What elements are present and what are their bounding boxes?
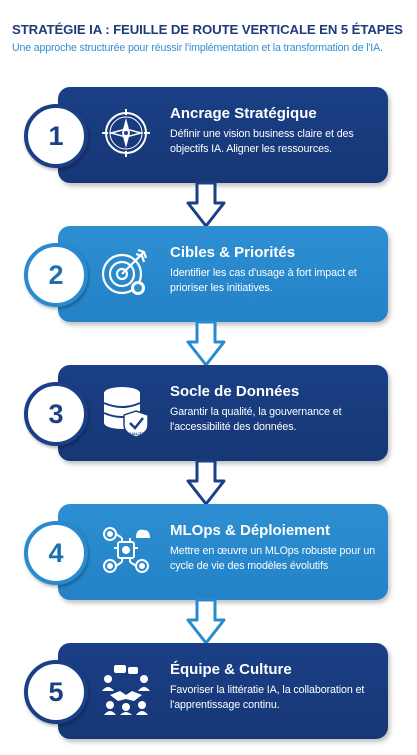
step-4-title: MLOps & Déploiement	[170, 522, 331, 539]
step-5: 5 Équipe & Culture Favoriser la littérat…	[20, 643, 388, 739]
step-2-title: Cibles & Priorités	[170, 244, 296, 261]
target-icon	[100, 246, 152, 298]
step-1-description: Définir une vision business claire et de…	[170, 128, 354, 155]
step-5-title: Équipe & Culture	[170, 661, 292, 678]
page-title: STRATÉGIE IA : FEUILLE DE ROUTE VERTICAL…	[12, 22, 403, 37]
arrow-down-icon	[186, 181, 226, 229]
page-subtitle: Une approche structurée pour réussir l'i…	[12, 42, 383, 54]
step-4-card	[58, 504, 388, 600]
step-3-description: Garantir la qualité, la gouvernance et l…	[170, 406, 342, 433]
step-number-3: 3	[24, 382, 88, 446]
step-1-card	[58, 87, 388, 183]
step-number-4: 4	[24, 521, 88, 585]
step-number-2: 2	[24, 243, 88, 307]
mlops-icon	[100, 524, 152, 576]
step-2-description: Identifier les cas d'usage à fort impact…	[170, 267, 357, 294]
arrow-down-icon	[186, 320, 226, 368]
step-number-1: 1	[24, 104, 88, 168]
step-2-card	[58, 226, 388, 322]
arrow-down-icon	[186, 598, 226, 646]
arrow-down-icon	[186, 459, 226, 507]
quality-badge: QUALITY	[127, 431, 145, 436]
step-3: 3 QUALITY Socle de Données Garantir la q…	[20, 365, 388, 461]
step-number-5: 5	[24, 660, 88, 724]
step-1-title: Ancrage Stratégique	[170, 105, 317, 122]
step-1: 1 Ancrage Stratégique Définir une vision…	[20, 87, 388, 183]
compass-icon	[100, 107, 152, 159]
step-4-description: Mettre en œuvre un MLOps robuste pour un…	[170, 545, 376, 572]
step-5-description: Favoriser la littératie IA, la collabora…	[170, 684, 365, 711]
database-icon: QUALITY	[100, 385, 152, 437]
step-2: 2 Cibles & Priorités Identifier les cas …	[20, 226, 388, 322]
step-3-title: Socle de Données	[170, 383, 300, 400]
team-icon	[100, 663, 152, 715]
step-4: 4 MLOps & Déploiement Mettre en œuvre un…	[20, 504, 388, 600]
